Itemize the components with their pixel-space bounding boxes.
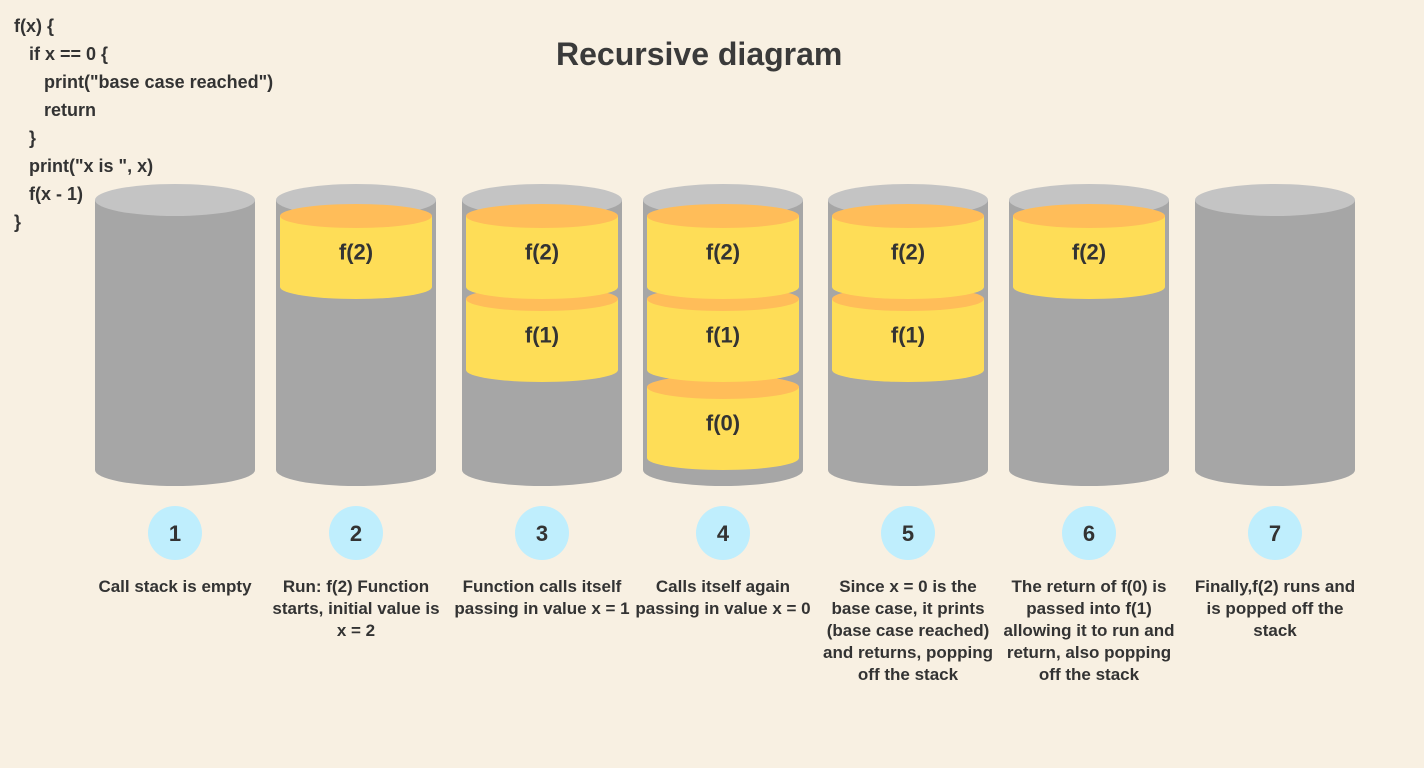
- stack-frame-top: [832, 204, 984, 228]
- code-line: print("base case reached"): [14, 72, 274, 92]
- stack-step: 7: [1195, 184, 1355, 560]
- step-number: 1: [169, 521, 181, 546]
- stack-frame: f(2): [647, 204, 799, 299]
- stack-frame: f(0): [647, 375, 799, 470]
- step-number: 4: [717, 521, 730, 546]
- step-description: Call stack is empty: [98, 577, 252, 596]
- step-number-circle: [881, 506, 935, 560]
- step-number-circle: [148, 506, 202, 560]
- step-description: Finally,f(2) runs and is popped off the …: [1194, 577, 1356, 640]
- stack-frame-top: [1013, 204, 1165, 228]
- stack-frame-label: f(0): [706, 411, 740, 436]
- step-number-circle: [1248, 506, 1302, 560]
- stack-cylinder-top: [1195, 184, 1355, 216]
- step-number-circle: [696, 506, 750, 560]
- code-line: f(x) {: [14, 16, 54, 36]
- step-number: 5: [902, 521, 914, 546]
- stack-frame: f(2): [832, 204, 984, 299]
- stack-frame-body: [1013, 216, 1165, 299]
- code-line: return: [14, 100, 97, 120]
- step-number: 6: [1083, 521, 1095, 546]
- stack-frame-body: [647, 216, 799, 299]
- stack-frame-label: f(1): [706, 323, 740, 348]
- stack-frame: f(2): [280, 204, 432, 299]
- stack-frame: f(2): [466, 204, 618, 299]
- stack-frame-label: f(2): [706, 240, 740, 265]
- stack-frame-top: [647, 204, 799, 228]
- stack-cylinder-top: [95, 184, 255, 216]
- step-description: Calls itself again passing in value x = …: [635, 577, 811, 618]
- stack-frame: f(1): [832, 287, 984, 382]
- stack-frame-label: f(2): [525, 240, 559, 265]
- stack-frame: f(2): [1013, 204, 1165, 299]
- code-line: print("x is ", x): [14, 156, 154, 176]
- stack-frame-body: [832, 216, 984, 299]
- stack-frame-label: f(2): [1072, 240, 1106, 265]
- stack-frame: f(1): [466, 287, 618, 382]
- stack-frame-body: [647, 299, 799, 382]
- stack-cylinder-body: [1195, 200, 1355, 486]
- stack-frame-top: [466, 204, 618, 228]
- step-number-circle: [1062, 506, 1116, 560]
- step-description: Since x = 0 is the base case, it prints …: [823, 577, 993, 684]
- stack-frame-top: [647, 375, 799, 399]
- stack-frame-top: [280, 204, 432, 228]
- step-description: Function calls itself passing in value x…: [454, 577, 630, 618]
- step-number: 2: [350, 521, 362, 546]
- step-description: The return of f(0) is passed into f(1) a…: [1003, 577, 1175, 684]
- stack-frame-label: f(2): [339, 240, 373, 265]
- code-snippet: f(x) { if x == 0 { print("base case reac…: [14, 12, 273, 236]
- step-number-circle: [515, 506, 569, 560]
- stack-step: 1: [95, 184, 255, 560]
- step-description: Run: f(2) Function starts, initial value…: [272, 577, 440, 640]
- stack-frame: f(1): [647, 287, 799, 382]
- stack-step: f(0) f(1) f(2) 4: [643, 184, 803, 560]
- stack-step: f(1) f(2) 3: [462, 184, 622, 560]
- stack-frame-label: f(2): [891, 240, 925, 265]
- stack-frame-label: f(1): [525, 323, 559, 348]
- diagram-title: Recursive diagram: [556, 36, 843, 72]
- stack-step: f(2) 2: [276, 184, 436, 560]
- code-line: if x == 0 {: [14, 44, 109, 64]
- stack-step: f(1) f(2) 5: [828, 184, 988, 560]
- step-number: 3: [536, 521, 548, 546]
- code-line: }: [14, 212, 22, 232]
- stack-frame-body: [832, 299, 984, 382]
- stack-frame-body: [647, 387, 799, 470]
- step-number-circle: [329, 506, 383, 560]
- stack-cylinder-body: [95, 200, 255, 486]
- stack-frame-body: [280, 216, 432, 299]
- step-number: 7: [1269, 521, 1281, 546]
- stack-frame-label: f(1): [891, 323, 925, 348]
- code-line: f(x - 1): [14, 184, 84, 204]
- stack-frame-body: [466, 216, 618, 299]
- code-line: }: [14, 128, 37, 148]
- stack-step: f(2) 6: [1009, 184, 1169, 560]
- stack-frame-body: [466, 299, 618, 382]
